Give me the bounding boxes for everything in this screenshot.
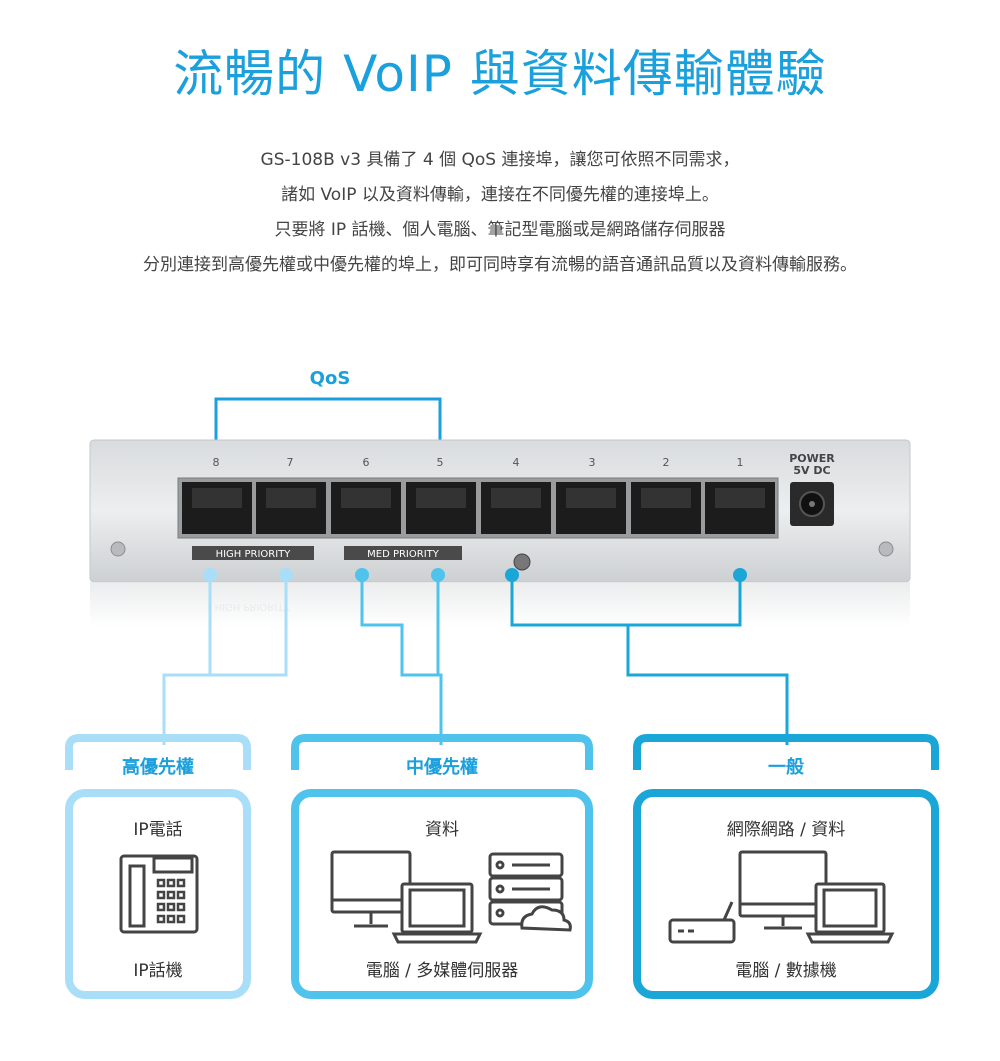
description-line: 分別連接到高優先權或中優先權的埠上，即可同時享有流暢的語音通訊品質以及資料傳輸服…	[143, 255, 857, 275]
qos-label: QoS	[310, 368, 351, 389]
panel-header-frame	[633, 734, 939, 770]
port-1-dot	[733, 568, 747, 582]
power-jack-pin	[809, 501, 815, 507]
desk-phone-icon	[119, 854, 199, 934]
port-number-5: 5	[437, 456, 444, 469]
ground-screw-icon	[513, 553, 531, 571]
power-label: POWER	[789, 452, 835, 465]
ethernet-port-6[interactable]	[331, 482, 401, 534]
description-line: 諸如 VoIP 以及資料傳輸，連接在不同優先權的連接埠上。	[281, 185, 719, 205]
port-number-8: 8	[213, 456, 220, 469]
panel-heading: 一般	[768, 756, 804, 778]
panel-high-priority: 高優先權 IP電話 IP話機	[65, 734, 251, 999]
ethernet-port-5[interactable]	[406, 482, 476, 534]
ethernet-port-7[interactable]	[256, 482, 326, 534]
port-number-1: 1	[737, 456, 744, 469]
normal-connector	[628, 575, 742, 627]
panel-subtitle: IP電話	[133, 820, 182, 840]
port-7-dot	[279, 568, 293, 582]
screw-left-icon	[110, 541, 126, 557]
panel-caption: IP話機	[133, 961, 182, 981]
panel-header-frame	[65, 734, 251, 770]
med-priority-badge	[344, 546, 462, 560]
computer-laptop-modem-icon	[668, 850, 895, 944]
port-8-dot	[203, 568, 217, 582]
high-priority-badge	[192, 546, 314, 560]
panel-content-frame	[633, 789, 939, 999]
port-number-7: 7	[287, 456, 294, 469]
port-number-3: 3	[589, 456, 596, 469]
panel-subtitle: 網際網路 / 資料	[727, 820, 846, 840]
normal-connector	[510, 575, 789, 745]
port-5-dot	[431, 568, 445, 582]
switch-reflection	[90, 582, 910, 627]
high-priority-reflection: HIGH PRIORITY	[215, 601, 291, 612]
panel-subtitle: 資料	[425, 820, 459, 840]
high-priority-connector	[210, 575, 288, 677]
ethernet-port-8[interactable]	[182, 482, 252, 534]
panel-heading: 中優先權	[406, 756, 478, 778]
high-priority-label: HIGH PRIORITY	[216, 549, 292, 560]
med-priority-label: MED PRIORITY	[367, 549, 440, 560]
panel-header-frame	[291, 734, 593, 770]
screw-right-icon	[878, 541, 894, 557]
panel-heading: 高優先權	[122, 756, 194, 778]
ethernet-port-4[interactable]	[481, 482, 551, 534]
panel-med-priority: 中優先權 資料 電腦 / 多媒體伺服器	[291, 734, 593, 999]
panel-caption: 電腦 / 多媒體伺服器	[366, 961, 519, 981]
page-title: 流暢的 VoIP 與資料傳輸體驗	[173, 45, 827, 103]
qos-bracket	[214, 397, 442, 445]
panel-caption: 電腦 / 數據機	[735, 961, 837, 981]
high-priority-connector	[162, 575, 212, 745]
ethernet-port-1[interactable]	[705, 482, 775, 534]
description: GS-108B v3 具備了 4 個 QoS 連接埠，讓您可依照不同需求， 諸如…	[0, 143, 1000, 283]
description-line: GS-108B v3 具備了 4 個 QoS 連接埠，讓您可依照不同需求，	[260, 150, 740, 170]
ethernet-port-2[interactable]	[631, 482, 701, 534]
computer-laptop-server-icon	[330, 850, 572, 944]
power-voltage-label: 5V DC	[793, 464, 830, 477]
port-number-4: 4	[513, 456, 520, 469]
ethernet-ports	[177, 477, 779, 539]
ethernet-port-3[interactable]	[556, 482, 626, 534]
med-priority-connector	[360, 575, 443, 745]
description-line: 只要將 IP 話機、個人電腦、筆記型電腦或是網路儲存伺服器	[274, 220, 726, 240]
port-4-dot	[505, 568, 519, 582]
port-number-6: 6	[363, 456, 370, 469]
port-6-dot	[355, 568, 369, 582]
port-number-2: 2	[663, 456, 670, 469]
port-numbers: 8 7 6 5 4 3 2 1	[213, 456, 744, 469]
panel-normal: 一般 網際網路 / 資料 電腦 / 數據機	[633, 734, 939, 999]
